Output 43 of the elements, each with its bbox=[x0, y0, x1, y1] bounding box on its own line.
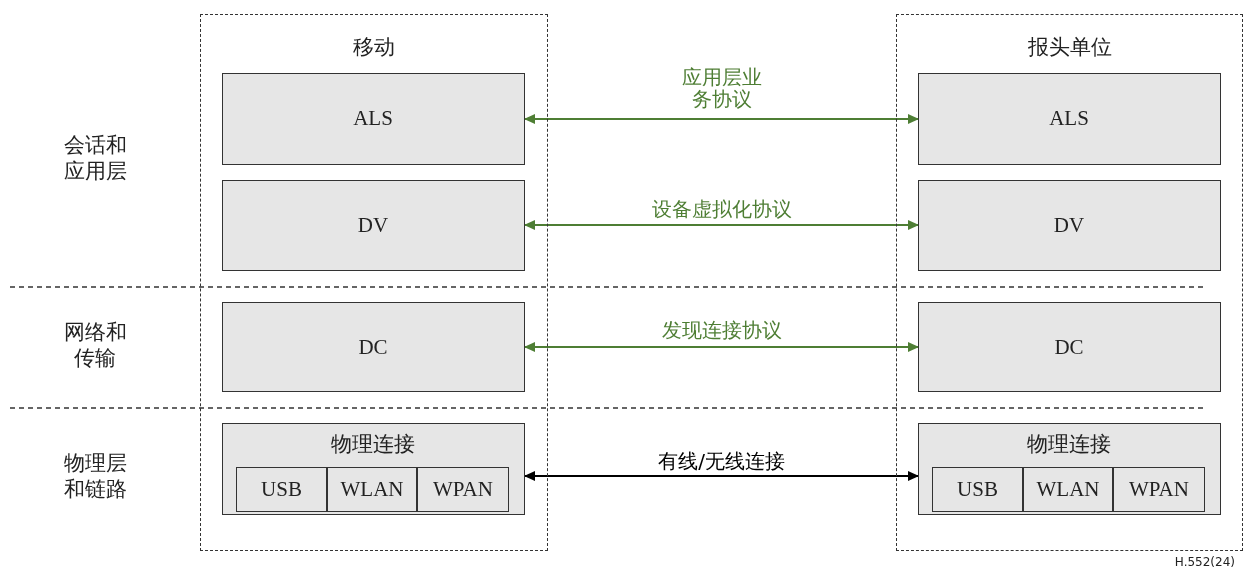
box-label: ALS bbox=[1048, 105, 1090, 131]
cell-label: WLAN bbox=[339, 477, 405, 502]
box-label: DC bbox=[1053, 334, 1085, 360]
layer-box bbox=[221, 179, 525, 271]
edge-label: 发现连接协议 bbox=[659, 319, 784, 341]
dashed-frame bbox=[200, 14, 548, 551]
edge-label: 设备虚拟化协议 bbox=[649, 198, 794, 220]
cell-label: USB bbox=[260, 477, 303, 502]
layer-box bbox=[917, 422, 1221, 515]
arrow bbox=[524, 342, 919, 352]
layer-box bbox=[917, 179, 1221, 271]
layer-box bbox=[221, 422, 525, 515]
arrow bbox=[524, 220, 919, 230]
protocol-cell bbox=[1023, 467, 1113, 512]
frame-heading: 报头单位 bbox=[1026, 34, 1113, 61]
protocol-cell bbox=[417, 467, 509, 512]
protocol-cell bbox=[236, 467, 327, 512]
arrow bbox=[524, 114, 919, 124]
box-label: 物理连接 bbox=[1026, 430, 1112, 458]
arrow bbox=[524, 471, 919, 481]
box-label: ALS bbox=[352, 105, 394, 131]
figure-number: H.552(24) bbox=[1174, 555, 1235, 569]
protocol-cell bbox=[932, 467, 1023, 512]
box-label: DV bbox=[356, 212, 390, 238]
box-label: DV bbox=[1052, 212, 1086, 238]
protocol-cell bbox=[327, 467, 417, 512]
layer-box bbox=[917, 72, 1221, 165]
layer-box bbox=[221, 72, 525, 165]
layer-label: 物理层和链路 bbox=[62, 450, 128, 502]
cell-label: USB bbox=[956, 477, 999, 502]
layer-box bbox=[917, 301, 1221, 392]
box-label: DC bbox=[357, 334, 389, 360]
dashed-frame bbox=[896, 14, 1243, 551]
frame-heading: 移动 bbox=[352, 34, 396, 61]
edge-label: 有线/无线连接 bbox=[656, 450, 787, 472]
box-label: 物理连接 bbox=[330, 430, 416, 458]
cell-label: WPAN bbox=[1128, 477, 1190, 502]
protocol-cell bbox=[1113, 467, 1205, 512]
cell-label: WLAN bbox=[1035, 477, 1101, 502]
layer-label: 网络和传输 bbox=[62, 319, 128, 371]
layer-box bbox=[221, 301, 525, 392]
layer-label: 会话和应用层 bbox=[62, 132, 128, 184]
cell-label: WPAN bbox=[432, 477, 494, 502]
